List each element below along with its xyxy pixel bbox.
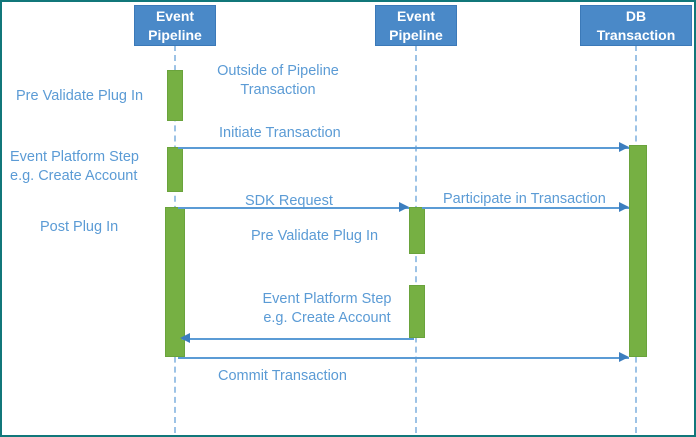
- annotation-post-plug-in: Post Plug In: [40, 219, 119, 235]
- message-label-line2: Transaction: [240, 82, 316, 98]
- activation-bar-db-1: [629, 145, 647, 357]
- message-label-line1: Outside of Pipeline: [217, 63, 339, 79]
- lifeline-header-line2: Pipeline: [389, 26, 443, 43]
- message-arrowhead-participate-in-transaction: [619, 202, 629, 212]
- message-label-line2: e.g. Create Account: [263, 310, 391, 326]
- lifeline-header-event-pipeline-left[interactable]: Event Pipeline: [134, 5, 216, 46]
- message-line-participate-in-transaction: [422, 207, 629, 209]
- message-line-sdk-request: [178, 207, 409, 209]
- annotation-pre-validate-plug-in: Pre Validate Plug In: [16, 88, 144, 104]
- message-label-outside-of-pipeline-transaction: Outside of Pipeline Transaction: [198, 62, 358, 100]
- message-label-initiate-transaction: Initiate Transaction: [219, 125, 341, 141]
- lifeline-header-line2: Pipeline: [148, 26, 202, 43]
- message-arrowhead-commit-transaction: [619, 352, 629, 362]
- message-label-commit-transaction: Commit Transaction: [218, 368, 347, 384]
- lifeline-header-db-transaction[interactable]: DB Transaction: [580, 5, 692, 46]
- message-arrowhead-event-platform-step-mid: [180, 333, 190, 343]
- message-label-sdk-request: SDK Request: [245, 193, 333, 209]
- lifeline-header-line1: DB: [625, 7, 647, 24]
- message-line-commit-transaction: [178, 357, 629, 359]
- message-line-event-platform-step-mid: [182, 338, 414, 340]
- activation-bar-mid-2: [409, 285, 425, 338]
- annotation-line2: e.g. Create Account: [10, 168, 138, 184]
- annotation-event-platform-step: Event Platform Step e.g. Create Account: [10, 148, 139, 186]
- message-label-line1: Event Platform Step: [262, 291, 392, 307]
- message-line-initiate-transaction: [178, 147, 629, 149]
- activation-bar-left-2: [167, 147, 183, 192]
- activation-bar-left-1: [167, 70, 183, 121]
- message-arrowhead-sdk-request: [399, 202, 409, 212]
- lifeline-header-event-pipeline-mid[interactable]: Event Pipeline: [375, 5, 457, 46]
- message-label-participate-in-transaction: Participate in Transaction: [443, 191, 606, 207]
- lifeline-header-line1: Event: [155, 7, 195, 24]
- lifeline-header-line1: Event: [396, 7, 436, 24]
- message-label-pre-validate-plug-in-mid: Pre Validate Plug In: [251, 228, 379, 244]
- activation-bar-left-3: [165, 207, 185, 357]
- message-label-event-platform-step-mid: Event Platform Step e.g. Create Account: [247, 290, 407, 328]
- lifeline-header-line2: Transaction: [596, 26, 676, 43]
- annotation-line1: Event Platform Step: [10, 149, 139, 165]
- message-arrowhead-initiate-transaction: [619, 142, 629, 152]
- activation-bar-mid-1: [409, 207, 425, 254]
